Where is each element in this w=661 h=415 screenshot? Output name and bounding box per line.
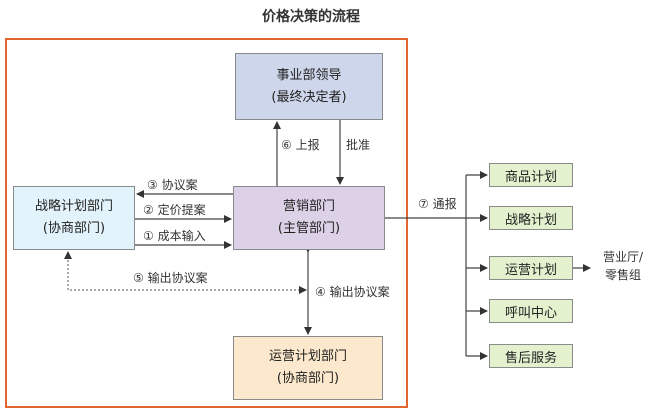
recipient-operations-plan: 运营计划 (489, 256, 573, 280)
organization-frame (5, 38, 408, 408)
ceo-box: 事业部领导 (最终决定者) (235, 53, 383, 120)
strategy-role: (协商部门) (42, 221, 106, 236)
recipient-strategy-plan: 战略计划 (489, 206, 573, 230)
store-line-2: 零售组 (604, 268, 641, 282)
output-strategy-line (67, 252, 306, 291)
marketing-title: 营销部门 (282, 199, 335, 214)
operations-title: 运营计划部门 (268, 349, 347, 364)
strategy-title: 战略计划部门 (34, 199, 113, 214)
strategy-box: 战略计划部门 (协商部门) (13, 186, 135, 250)
notify-label: ⑦ 通报 (418, 197, 457, 211)
price-proposal-label: ② 定价提案 (143, 203, 206, 217)
proposal-label: ③ 协议案 (147, 178, 198, 192)
cost-input-label: ① 成本输入 (143, 229, 206, 243)
output-ops-label: ④ 输出协议案 (315, 285, 390, 299)
ceo-title: 事业部领导 (276, 67, 342, 83)
operations-role: (协商部门) (276, 371, 340, 386)
store-label: 营业厅/ 零售组 (592, 248, 654, 284)
report-label: ⑥ 上报 (281, 138, 320, 152)
approve-label: 批准 (346, 138, 371, 152)
operations-box: 运营计划部门 (协商部门) (233, 336, 383, 400)
marketing-box: 营销部门 (主管部门) (233, 186, 385, 250)
output-strategy-label: ⑤ 输出协议案 (133, 271, 208, 285)
recipient-after-sales: 售后服务 (489, 344, 573, 368)
recipient-product-plan: 商品计划 (489, 163, 573, 187)
recipient-call-center: 呼叫中心 (489, 299, 573, 323)
store-line-1: 营业厅/ (602, 250, 644, 264)
marketing-role: (主管部门) (277, 221, 341, 236)
ceo-role: (最终决定者) (271, 89, 347, 105)
